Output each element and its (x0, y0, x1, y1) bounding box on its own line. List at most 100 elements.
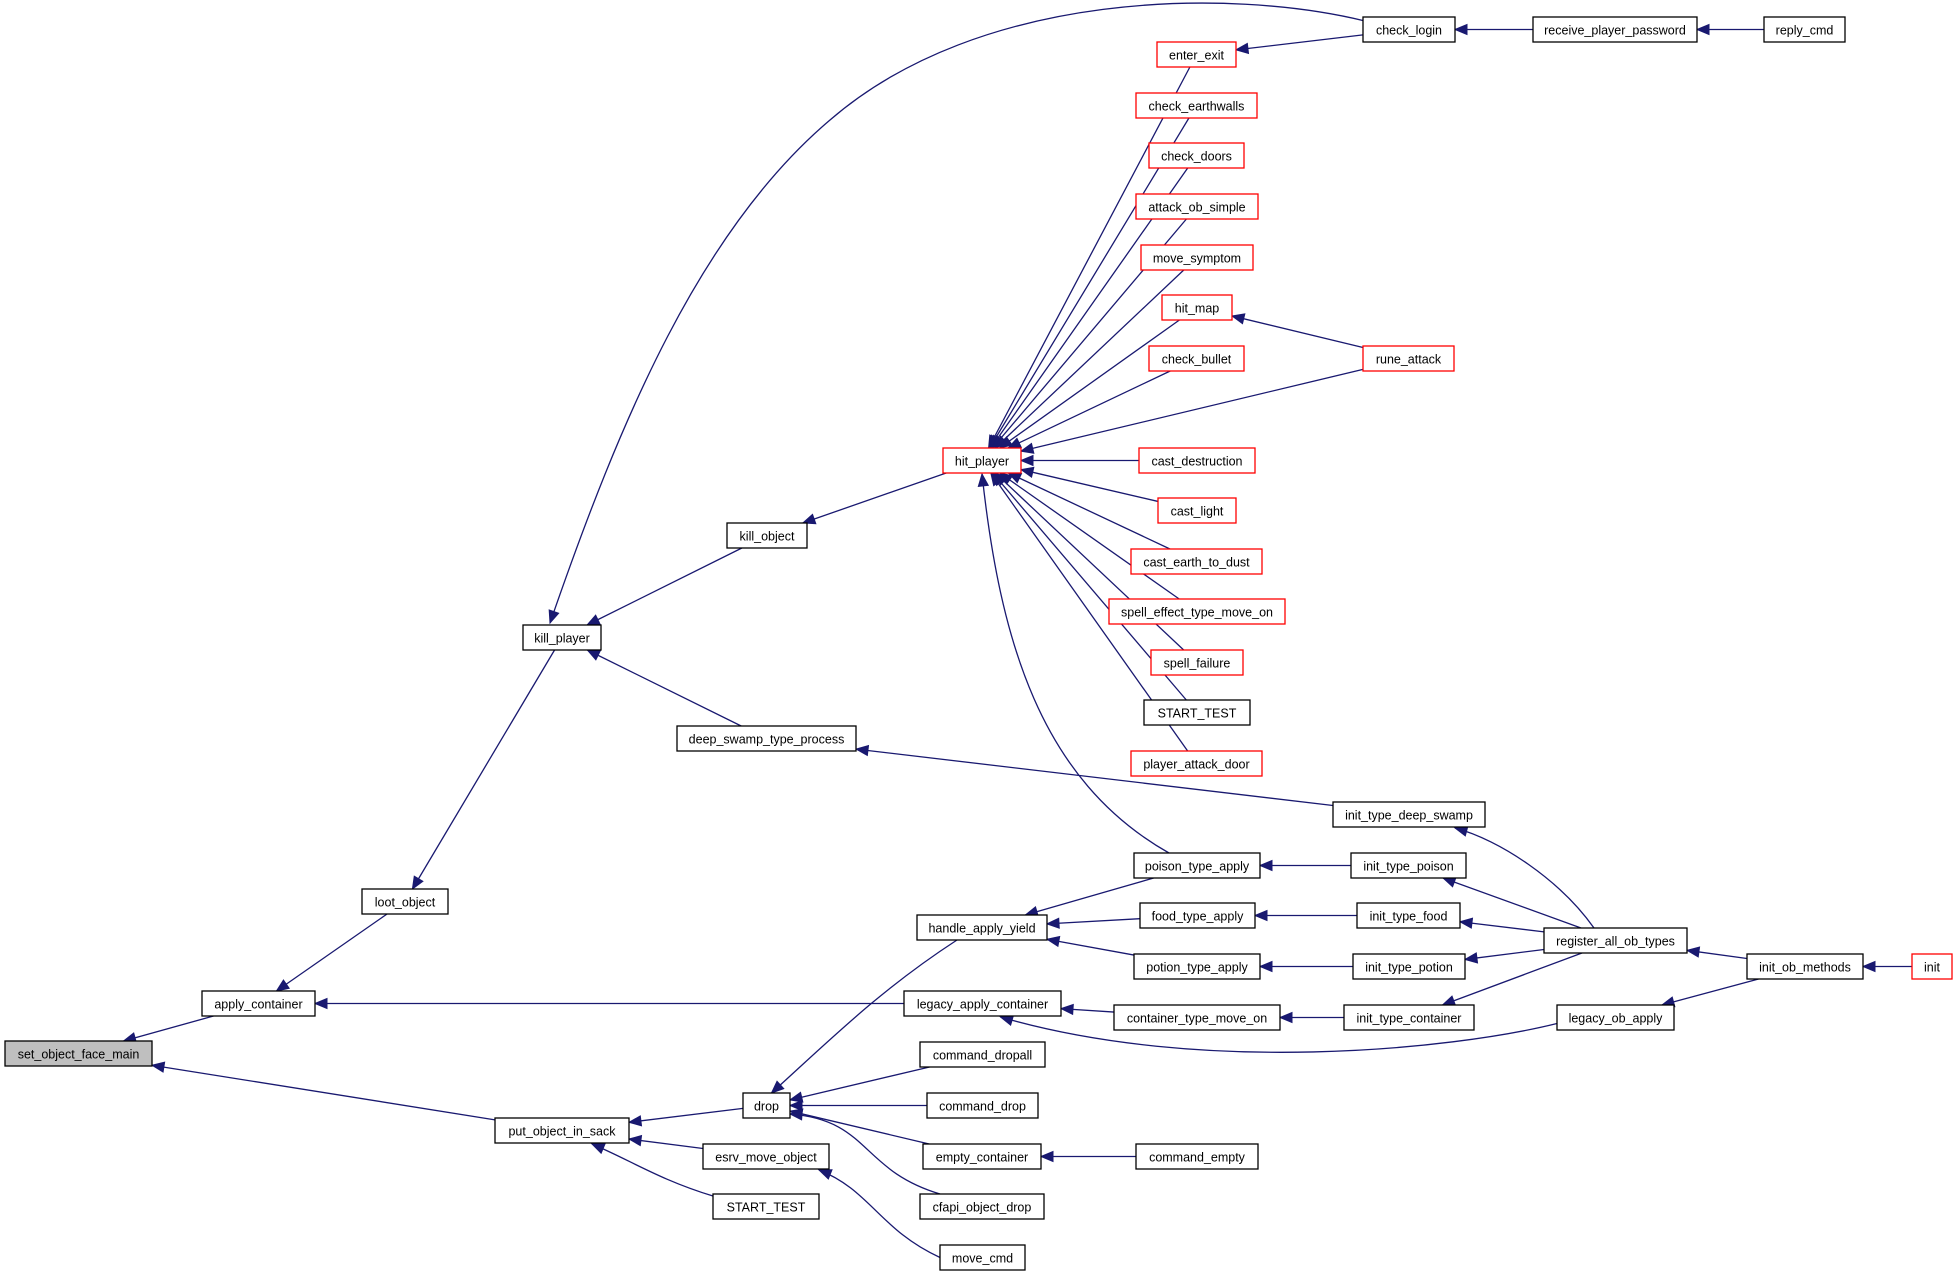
node-box[interactable] (1133, 953, 1261, 980)
node-box[interactable] (916, 914, 1048, 941)
node-box[interactable] (1532, 16, 1698, 43)
node-box[interactable] (1157, 497, 1237, 524)
node-init-ob-methods[interactable]: init_ob_methods (1746, 953, 1864, 980)
node-box[interactable] (712, 1193, 820, 1220)
node-box[interactable] (361, 888, 449, 915)
node-potion-type-apply[interactable]: potion_type_apply (1133, 953, 1261, 980)
node-empty-container[interactable]: empty_container (922, 1143, 1042, 1170)
node-box[interactable] (4, 1040, 153, 1067)
node-cast-light[interactable]: cast_light (1157, 497, 1237, 524)
node-deep-swamp-type-process[interactable]: deep_swamp_type_process (676, 725, 857, 752)
node-box[interactable] (1108, 598, 1286, 625)
node-box[interactable] (1150, 649, 1244, 676)
node-box[interactable] (1143, 699, 1251, 726)
node-rune-attack[interactable]: rune_attack (1362, 345, 1455, 372)
node-apply-container[interactable]: apply_container (201, 990, 316, 1017)
node-box[interactable] (1763, 16, 1846, 43)
node-spell-effect-type-move-on[interactable]: spell_effect_type_move_on (1108, 598, 1286, 625)
node-box[interactable] (494, 1117, 630, 1144)
node-init-type-potion[interactable]: init_type_potion (1352, 953, 1466, 980)
node-container-type-move-on[interactable]: container_type_move_on (1113, 1004, 1281, 1031)
node-box[interactable] (1543, 927, 1688, 954)
node-reply-cmd[interactable]: reply_cmd (1763, 16, 1846, 43)
node-box[interactable] (522, 624, 602, 651)
node-init[interactable]: init (1911, 953, 1953, 980)
node-box[interactable] (1352, 953, 1466, 980)
node-init-type-poison[interactable]: init_type_poison (1350, 852, 1467, 879)
node-box[interactable] (1332, 801, 1486, 828)
node-command-empty[interactable]: command_empty (1135, 1143, 1259, 1170)
node-kill-player[interactable]: kill_player (522, 624, 602, 651)
node-box[interactable] (919, 1041, 1046, 1068)
node-hit-player[interactable]: hit_player (942, 447, 1022, 474)
node-move-symptom[interactable]: move_symptom (1140, 244, 1254, 271)
node-cast-destruction[interactable]: cast_destruction (1138, 447, 1256, 474)
node-box[interactable] (1148, 345, 1245, 372)
node-kill-object[interactable]: kill_object (726, 522, 808, 549)
node-poison-type-apply[interactable]: poison_type_apply (1133, 852, 1261, 879)
node-box[interactable] (1135, 1143, 1259, 1170)
node-legacy-apply-container[interactable]: legacy_apply_container (903, 990, 1062, 1017)
node-cfapi-object-drop[interactable]: cfapi_object_drop (919, 1193, 1045, 1220)
node-put-object-in-sack[interactable]: put_object_in_sack (494, 1117, 630, 1144)
node-box[interactable] (1140, 244, 1254, 271)
node-register-all-ob-types[interactable]: register_all_ob_types (1543, 927, 1688, 954)
node-box[interactable] (903, 990, 1062, 1017)
node-esrv-move-object[interactable]: esrv_move_object (702, 1143, 830, 1170)
node-box[interactable] (1362, 345, 1455, 372)
node-box[interactable] (1138, 447, 1256, 474)
node-box[interactable] (1746, 953, 1864, 980)
node-box[interactable] (1356, 902, 1461, 929)
node-set-object-face-main[interactable]: set_object_face_main (4, 1040, 153, 1067)
node-box[interactable] (939, 1244, 1026, 1271)
node-spell-failure[interactable]: spell_failure (1150, 649, 1244, 676)
node-box[interactable] (919, 1193, 1045, 1220)
node-box[interactable] (1133, 852, 1261, 879)
node-box[interactable] (742, 1092, 791, 1119)
node-box[interactable] (1135, 92, 1258, 119)
node-cast-earth-to-dust[interactable]: cast_earth_to_dust (1130, 548, 1263, 575)
node-box[interactable] (1911, 953, 1953, 980)
node-init-type-deep-swamp[interactable]: init_type_deep_swamp (1332, 801, 1486, 828)
node-box[interactable] (1130, 548, 1263, 575)
node-box[interactable] (1362, 16, 1456, 43)
node-receive-player-password[interactable]: receive_player_password (1532, 16, 1698, 43)
node-box[interactable] (922, 1143, 1042, 1170)
node-check-bullet[interactable]: check_bullet (1148, 345, 1245, 372)
node-attack-ob-simple[interactable]: attack_ob_simple (1135, 193, 1259, 220)
node-handle-apply-yield[interactable]: handle_apply_yield (916, 914, 1048, 941)
node-box[interactable] (1130, 750, 1263, 777)
node-box[interactable] (1350, 852, 1467, 879)
node-check-doors[interactable]: check_doors (1148, 142, 1245, 169)
node-init-type-container[interactable]: init_type_container (1343, 1004, 1475, 1031)
node-hit-map[interactable]: hit_map (1161, 294, 1233, 321)
node-box[interactable] (1113, 1004, 1281, 1031)
node-food-type-apply[interactable]: food_type_apply (1139, 902, 1256, 929)
node-check-login[interactable]: check_login (1362, 16, 1456, 43)
node-drop[interactable]: drop (742, 1092, 791, 1119)
node-init-type-food[interactable]: init_type_food (1356, 902, 1461, 929)
node-loot-object[interactable]: loot_object (361, 888, 449, 915)
node-enter-exit[interactable]: enter_exit (1156, 41, 1237, 68)
node-box[interactable] (726, 522, 808, 549)
node-start-test-1[interactable]: START_TEST (1143, 699, 1251, 726)
node-box[interactable] (1148, 142, 1245, 169)
node-command-dropall[interactable]: command_dropall (919, 1041, 1046, 1068)
node-move-cmd[interactable]: move_cmd (939, 1244, 1026, 1271)
node-box[interactable] (1139, 902, 1256, 929)
node-box[interactable] (1161, 294, 1233, 321)
node-box[interactable] (942, 447, 1022, 474)
node-box[interactable] (702, 1143, 830, 1170)
node-legacy-ob-apply[interactable]: legacy_ob_apply (1556, 1004, 1675, 1031)
node-box[interactable] (1343, 1004, 1475, 1031)
node-box[interactable] (201, 990, 316, 1017)
node-check-earthwalls[interactable]: check_earthwalls (1135, 92, 1258, 119)
node-box[interactable] (1156, 41, 1237, 68)
node-start-test-2[interactable]: START_TEST (712, 1193, 820, 1220)
node-box[interactable] (676, 725, 857, 752)
node-player-attack-door[interactable]: player_attack_door (1130, 750, 1263, 777)
node-command-drop[interactable]: command_drop (926, 1092, 1039, 1119)
node-box[interactable] (1556, 1004, 1675, 1031)
node-box[interactable] (926, 1092, 1039, 1119)
node-box[interactable] (1135, 193, 1259, 220)
